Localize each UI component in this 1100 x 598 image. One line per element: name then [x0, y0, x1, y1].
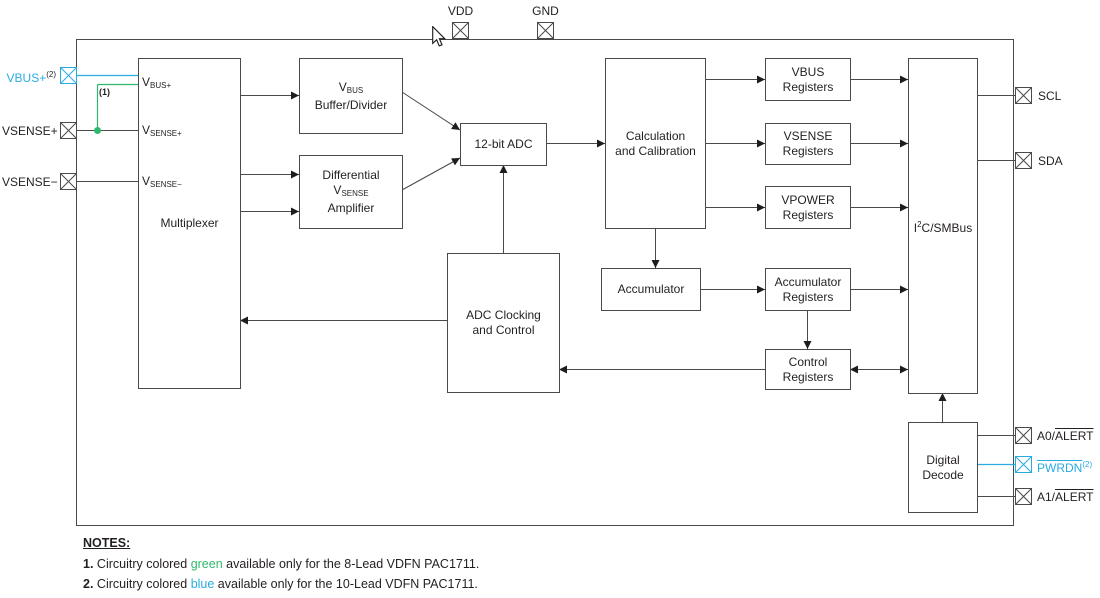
block-vbus-registers: VBUS Registers: [765, 58, 851, 101]
pin-scl-icon: [1015, 87, 1032, 104]
note-1: 1. Circuitry colored green available onl…: [83, 557, 480, 571]
block-vsense-registers: VSENSE Registers: [765, 123, 851, 165]
green-junction-dot: [94, 127, 101, 134]
pin-a0-alert-icon: [1015, 427, 1032, 444]
multiplexer-label: Multiplexer: [160, 216, 219, 230]
note-2: 2. Circuitry colored blue available only…: [83, 577, 478, 591]
block-vpower-registers: VPOWER Registers: [765, 186, 851, 229]
block-digital-decode: Digital Decode: [908, 422, 978, 513]
pin-label-scl: SCL: [1038, 89, 1062, 103]
block-control-registers: Control Registers: [765, 349, 851, 390]
pin-label-vsense-minus: VSENSE−: [2, 175, 58, 189]
block-i2c-smbus: I2C/SMBus: [908, 58, 978, 394]
chip-boundary: [76, 39, 1014, 526]
pin-sda-icon: [1015, 152, 1032, 169]
block-multiplexer: [138, 58, 241, 389]
pin-label-vdd: VDD: [447, 4, 474, 18]
block-accumulator: Accumulator: [601, 268, 701, 311]
block-adc-clocking-control: ADC Clocking and Control: [447, 253, 560, 393]
blue-wires: [77, 74, 1015, 466]
pin-pwrdn-icon: [1015, 456, 1032, 473]
block-12bit-adc: 12-bit ADC: [460, 123, 547, 166]
block-calculation-calibration: Calculation and Calibration: [605, 58, 706, 229]
black-wires: [77, 75, 1015, 497]
notes-heading: NOTES:: [83, 536, 131, 550]
pin-label-vsense-plus: VSENSE+: [2, 124, 58, 138]
pin-vsense-plus-icon: [60, 122, 77, 139]
mouse-cursor-icon: [431, 25, 447, 53]
mux-port-vsense-plus: VSENSE+: [142, 123, 182, 138]
pin-label-sda: SDA: [1038, 154, 1063, 168]
pin-vsense-minus-icon: [60, 173, 77, 190]
pin-a1-alert-icon: [1015, 488, 1032, 505]
pin-label-a1-alert: A1/ALERT: [1037, 490, 1094, 504]
pin-label-vbus-plus: VBUS+(2): [6, 70, 56, 85]
pin-vdd-icon: [452, 22, 469, 39]
pin-label-gnd: GND: [532, 4, 559, 18]
block-vbus-buffer-divider: VBUS Buffer/Divider: [299, 58, 403, 134]
block-accumulator-registers: Accumulator Registers: [765, 268, 851, 311]
pin-label-pwrdn: PWRDN(2): [1037, 460, 1093, 475]
note1-reference: (1): [99, 87, 110, 97]
block-differential-vsense-amplifier: Differential VSENSE Amplifier: [299, 155, 403, 229]
pin-gnd-icon: [537, 22, 554, 39]
mux-port-vbus: VBUS+: [142, 75, 172, 90]
green-wires: [96, 83, 138, 131]
mux-port-vsense-minus: VSENSE−: [142, 174, 182, 189]
pin-vbus-plus-icon: [60, 67, 77, 84]
pin-label-a0-alert: A0/ALERT: [1037, 429, 1094, 443]
